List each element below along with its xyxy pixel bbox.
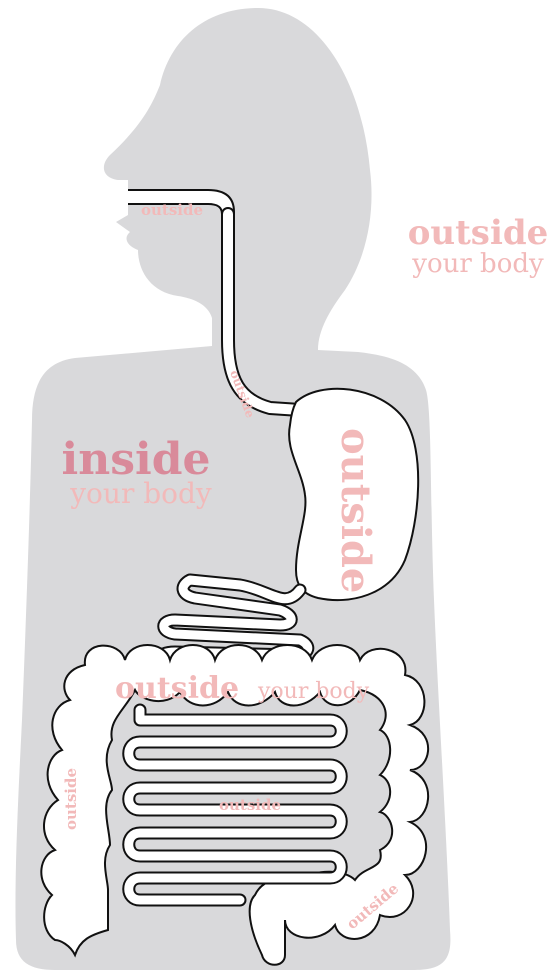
colon-left-label: outside	[62, 768, 80, 830]
stomach-label: outside	[332, 428, 379, 593]
inside-rest-label: your body	[69, 477, 212, 510]
outside-rest-label: your body	[411, 249, 544, 279]
outside-word-label: outside	[408, 213, 549, 253]
mouth-label: outside	[141, 201, 203, 219]
colon-top-bold-label: outside	[115, 671, 239, 706]
small-intestine-label: outside	[219, 796, 281, 814]
colon-top-rest-label: your body	[257, 679, 370, 704]
